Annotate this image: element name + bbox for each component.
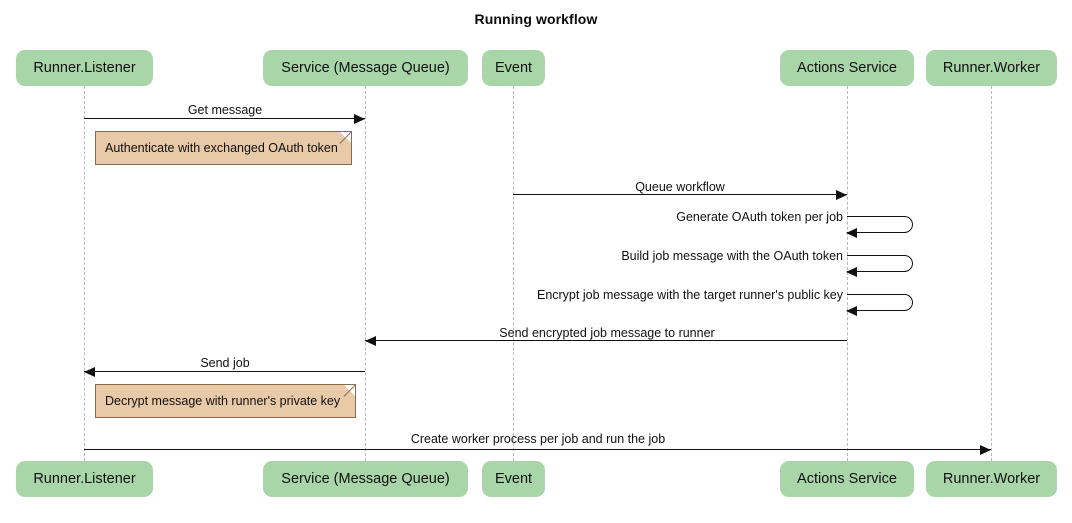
lifeline-runner-worker	[991, 86, 992, 461]
self-loop-path	[847, 216, 913, 233]
message-label: Queue workflow	[635, 180, 725, 194]
message-label: Create worker process per job and run th…	[410, 432, 666, 446]
arrowhead-right-icon	[980, 444, 991, 455]
participant-label: Service (Message Queue)	[281, 471, 450, 487]
message-line	[84, 449, 991, 450]
participant-label: Runner.Worker	[942, 471, 1041, 487]
note-fold-corner-icon	[344, 385, 355, 396]
message-label: Encrypt job message with the target runn…	[536, 288, 843, 302]
lifeline-service-message-queue	[365, 86, 366, 461]
participant-label: Actions Service	[797, 60, 897, 76]
message-label: Send job	[200, 356, 250, 370]
participant-service-message-queue-top[interactable]: Service (Message Queue)	[263, 50, 468, 86]
arrowhead-right-icon	[354, 113, 365, 124]
message-label: Get message	[187, 103, 263, 117]
participant-label: Service (Message Queue)	[281, 60, 450, 76]
participant-runner-listener-top[interactable]: Runner.Listener	[16, 50, 153, 86]
arrowhead-left-icon	[84, 366, 95, 377]
self-loop-path	[847, 294, 913, 311]
lifeline-runner-listener	[84, 86, 85, 461]
participant-actions-service-bottom[interactable]: Actions Service	[780, 461, 914, 497]
note-decrypt-note: Decrypt message with runner's private ke…	[95, 384, 356, 418]
participant-actions-service-top[interactable]: Actions Service	[780, 50, 914, 86]
message-line	[84, 371, 365, 372]
participant-service-message-queue-bottom[interactable]: Service (Message Queue)	[263, 461, 468, 497]
participant-label: Event	[494, 471, 533, 487]
message-label: Build job message with the OAuth token	[621, 249, 843, 263]
note-fold-corner-icon	[340, 132, 351, 143]
participant-event-bottom[interactable]: Event	[482, 461, 545, 497]
arrowhead-left-icon	[365, 335, 376, 346]
arrowhead-right-icon	[836, 189, 847, 200]
message-line	[84, 118, 365, 119]
message-label: Send encrypted job message to runner	[499, 326, 715, 340]
arrowhead-left-icon	[846, 306, 857, 316]
participant-runner-worker-bottom[interactable]: Runner.Worker	[926, 461, 1057, 497]
self-loop-path	[847, 255, 913, 272]
participant-label: Actions Service	[797, 471, 897, 487]
message-line	[513, 194, 847, 195]
participant-event-top[interactable]: Event	[482, 50, 545, 86]
participant-label: Runner.Listener	[33, 471, 136, 487]
participant-label: Event	[494, 60, 533, 76]
participant-runner-worker-top[interactable]: Runner.Worker	[926, 50, 1057, 86]
participant-label: Runner.Listener	[33, 60, 136, 76]
message-line	[365, 340, 847, 341]
participant-label: Runner.Worker	[942, 60, 1041, 76]
diagram-title: Running workflow	[474, 11, 598, 27]
arrowhead-left-icon	[846, 267, 857, 277]
note-authenticate-note: Authenticate with exchanged OAuth token	[95, 131, 352, 165]
arrowhead-left-icon	[846, 228, 857, 238]
lifeline-event	[513, 86, 514, 461]
participant-runner-listener-bottom[interactable]: Runner.Listener	[16, 461, 153, 497]
note-text: Decrypt message with runner's private ke…	[105, 394, 341, 408]
note-text: Authenticate with exchanged OAuth token	[105, 141, 338, 155]
message-label: Generate OAuth token per job	[676, 210, 843, 224]
